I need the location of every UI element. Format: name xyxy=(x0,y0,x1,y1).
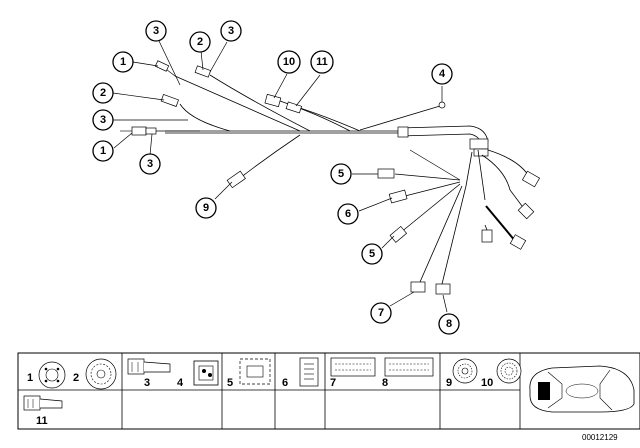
callout-2-left: 2 xyxy=(92,82,114,104)
callout-3-top: 3 xyxy=(145,20,167,42)
connector-3-icon xyxy=(127,358,171,375)
connector-2-icon xyxy=(85,358,117,390)
legend-num-3: 3 xyxy=(144,377,150,389)
branch-4 xyxy=(359,101,446,131)
legend-num-2: 2 xyxy=(73,372,79,384)
connector-6-icon xyxy=(299,357,319,387)
callout-11: 11 xyxy=(310,50,334,74)
svg-text:1: 1 xyxy=(100,145,106,157)
connector-legend: 1 2 3 4 5 xyxy=(17,352,640,430)
connector-10-icon xyxy=(496,358,522,384)
callout-1-lower: 1 xyxy=(92,140,114,162)
svg-text:6: 6 xyxy=(345,208,351,220)
callout-3-lower: 3 xyxy=(139,153,161,175)
svg-text:5: 5 xyxy=(338,168,344,180)
svg-text:1: 1 xyxy=(120,56,126,68)
svg-text:9: 9 xyxy=(203,202,209,214)
callout-10: 10 xyxy=(277,50,301,74)
callout-2-top: 2 xyxy=(189,31,211,53)
left-branches xyxy=(120,60,311,136)
callout-1-upper: 1 xyxy=(112,51,134,73)
svg-text:7: 7 xyxy=(378,307,384,319)
callout-5-lower: 5 xyxy=(361,243,383,265)
svg-text:5: 5 xyxy=(369,248,375,260)
car-location-icon xyxy=(529,365,635,413)
callout-6: 6 xyxy=(337,203,359,225)
connector-7-icon xyxy=(330,357,376,377)
middle-branches xyxy=(264,93,361,132)
connector-8-icon xyxy=(384,357,434,377)
connector-5-icon xyxy=(239,358,271,385)
lower-branches xyxy=(377,149,541,295)
connector-11-icon xyxy=(23,395,63,411)
callout-4: 4 xyxy=(431,63,453,85)
svg-text:8: 8 xyxy=(446,318,452,330)
svg-text:2: 2 xyxy=(197,36,203,48)
callout-8: 8 xyxy=(438,313,460,335)
svg-text:11: 11 xyxy=(316,56,328,68)
callout-3-left: 3 xyxy=(92,109,114,131)
callout-5-upper: 5 xyxy=(330,163,352,185)
connector-1-icon xyxy=(38,361,66,389)
legend-num-7: 7 xyxy=(330,377,336,389)
svg-text:10: 10 xyxy=(283,56,295,68)
legend-num-6: 6 xyxy=(282,377,288,389)
drawing-reference-number: 00012129 xyxy=(582,433,618,442)
svg-text:3: 3 xyxy=(228,25,234,37)
legend-num-11: 11 xyxy=(36,415,48,427)
svg-text:2: 2 xyxy=(100,87,106,99)
connector-4-icon xyxy=(193,360,219,386)
svg-text:4: 4 xyxy=(439,68,446,80)
legend-num-5: 5 xyxy=(227,377,233,389)
legend-num-1: 1 xyxy=(27,372,33,384)
harness-trunk xyxy=(165,125,489,157)
connector-9-icon xyxy=(452,358,478,384)
callout-leaders xyxy=(112,40,448,313)
svg-text:3: 3 xyxy=(100,114,106,126)
legend-num-4: 4 xyxy=(177,377,184,389)
callout-3-top-right: 3 xyxy=(220,20,242,42)
legend-num-8: 8 xyxy=(382,377,388,389)
legend-num-9: 9 xyxy=(446,377,452,389)
branch-9 xyxy=(226,134,301,189)
svg-text:3: 3 xyxy=(153,25,159,37)
callout-9: 9 xyxy=(195,197,217,219)
legend-num-10: 10 xyxy=(481,377,493,389)
svg-text:3: 3 xyxy=(147,158,153,170)
callout-7: 7 xyxy=(370,302,392,324)
